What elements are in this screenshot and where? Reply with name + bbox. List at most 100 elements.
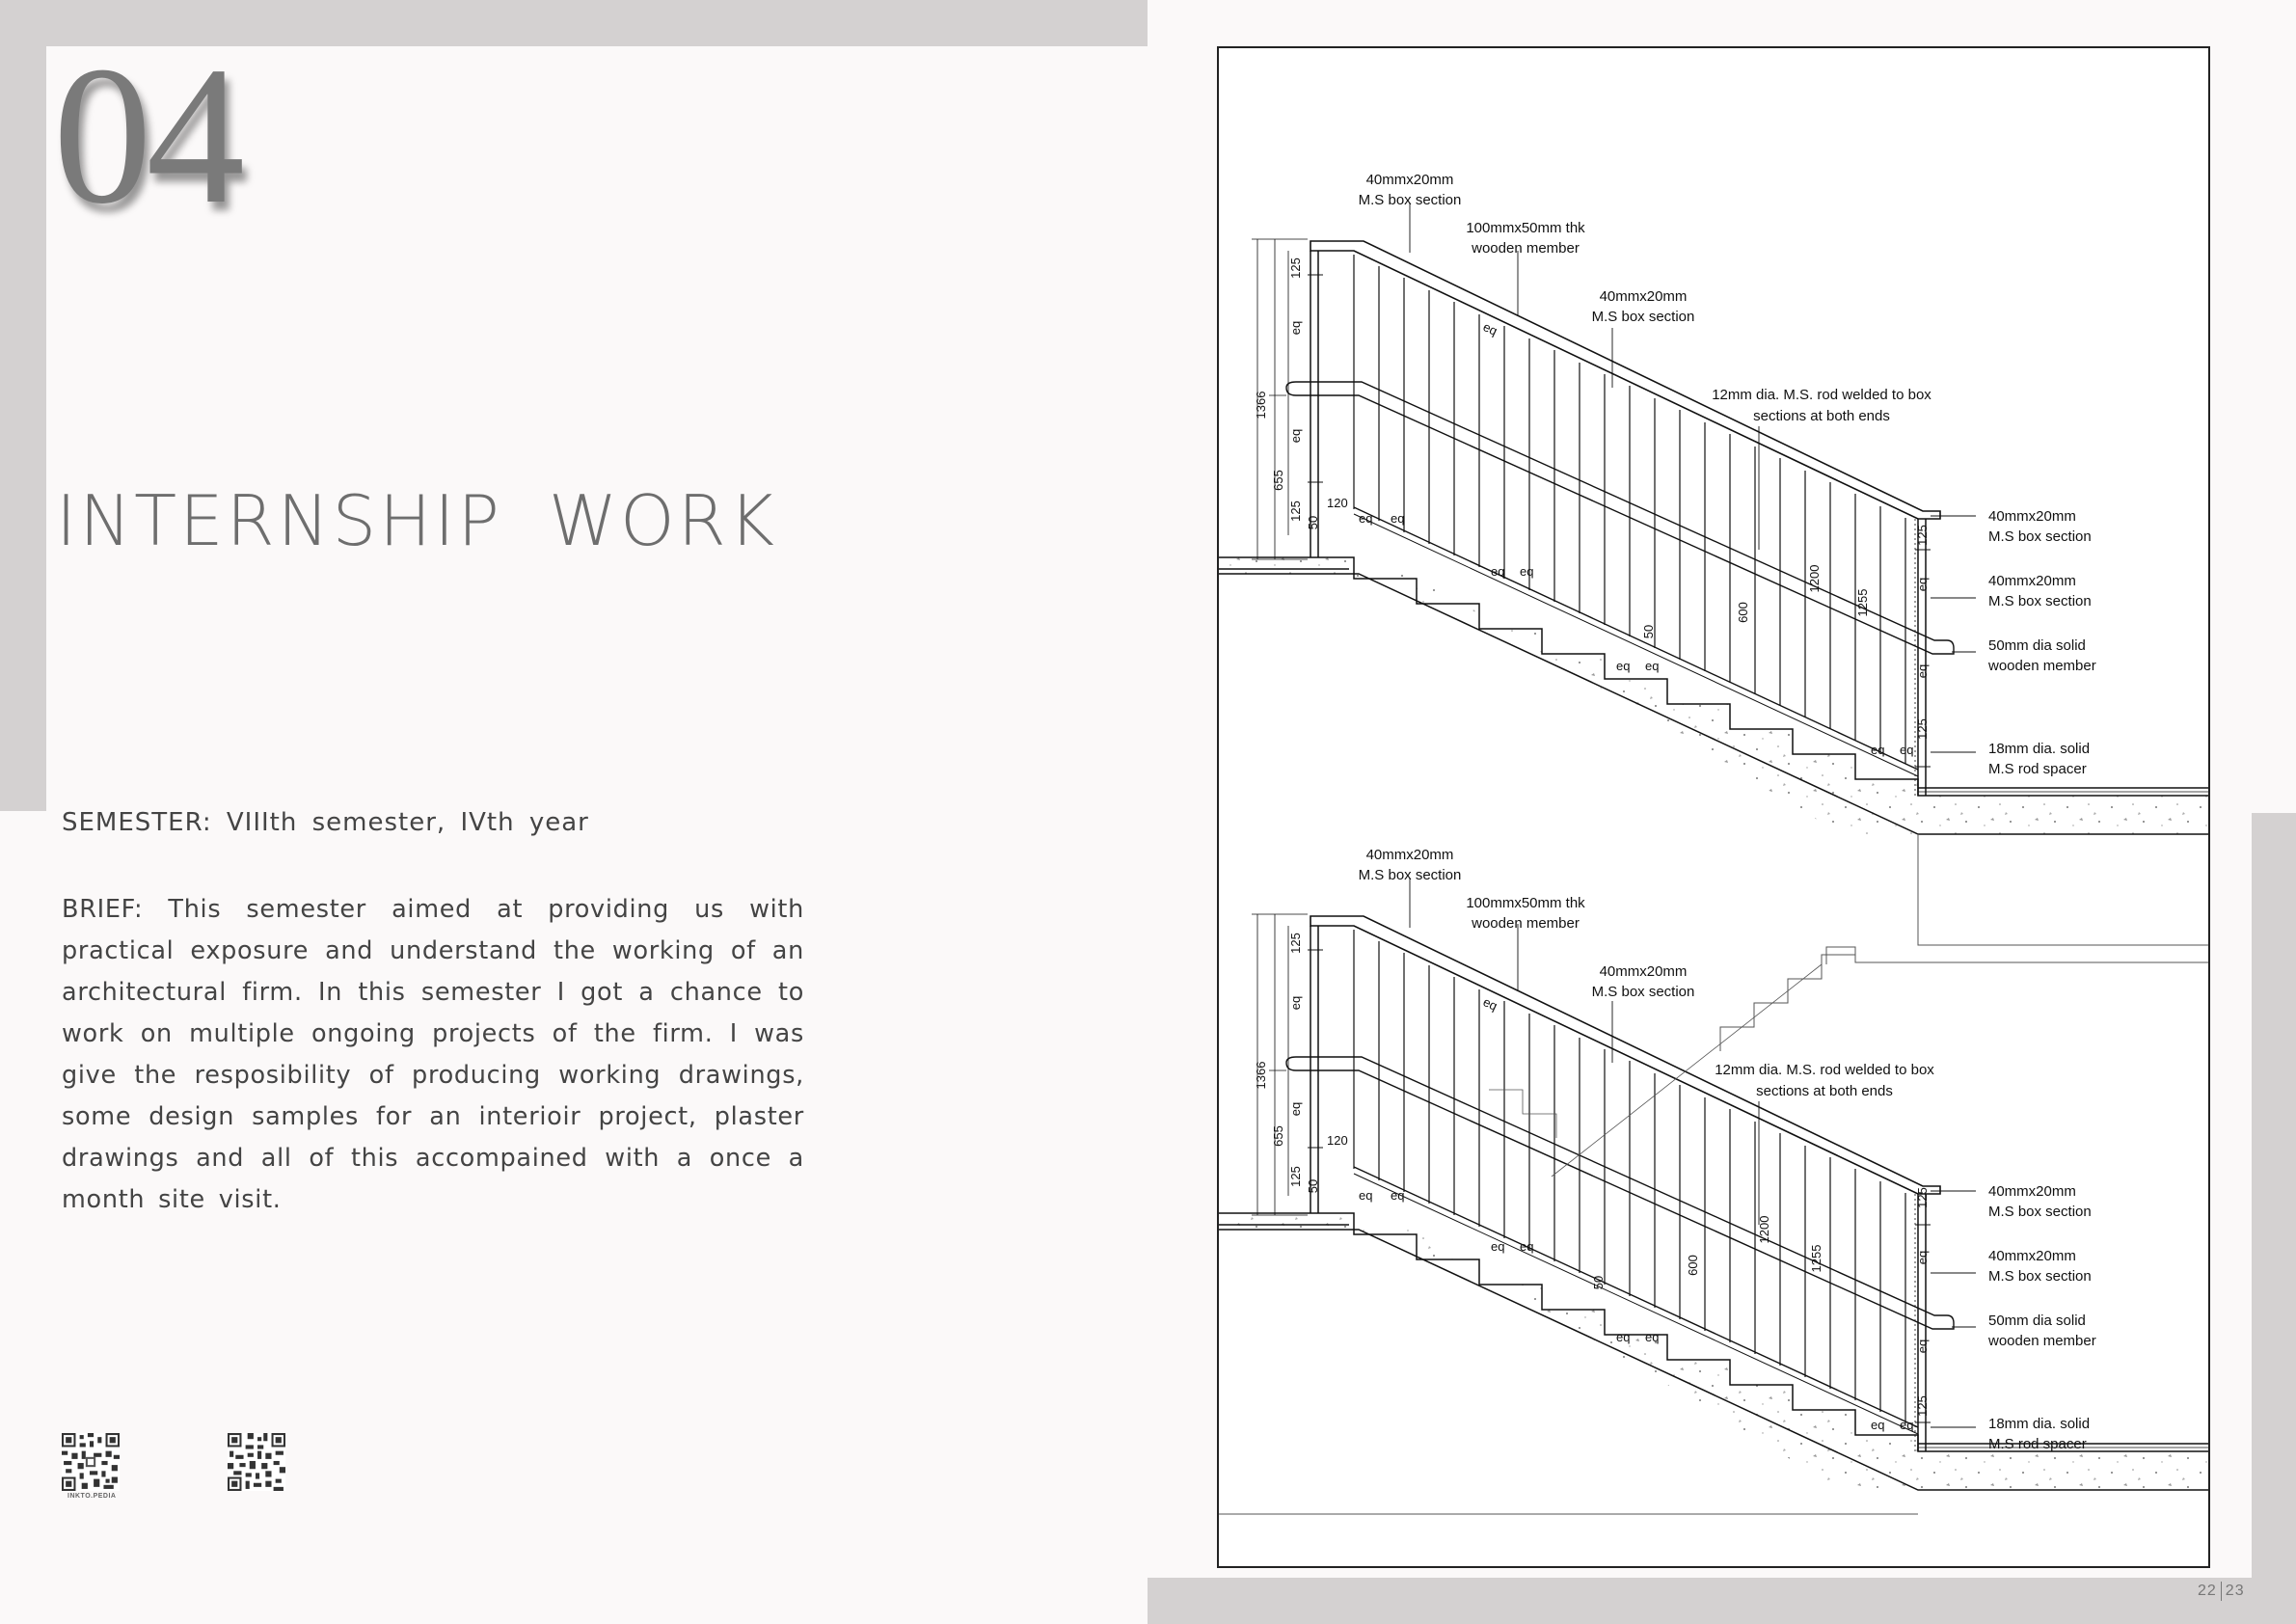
dim-600-lower: 600 bbox=[1686, 1255, 1700, 1276]
dim-50-a: 50 bbox=[1306, 516, 1320, 529]
label-right-box-2-line2-lower: M.S box section bbox=[1988, 1268, 2092, 1285]
label-top-box-2-line1-lower: 40mmx20mm bbox=[1600, 963, 1688, 980]
label-top-box-2-line2: M.S box section bbox=[1592, 309, 1695, 325]
label-rod-line2: sections at both ends bbox=[1753, 408, 1890, 424]
label-top-box-2-line2-lower: M.S box section bbox=[1592, 984, 1695, 1000]
label-wooden-line1-lower: 100mmx50mm thk bbox=[1466, 895, 1585, 911]
bottom-band-right bbox=[1148, 1578, 2296, 1624]
label-wooden-line2: wooden member bbox=[1471, 240, 1580, 257]
dim-eq-rail-lower: eq bbox=[1481, 994, 1499, 1014]
page-number-right: 23 bbox=[2225, 1583, 2245, 1600]
dim-125-right-bottom: 125 bbox=[1915, 718, 1930, 740]
page-title: INTERNSHIP WORK bbox=[56, 480, 777, 561]
dim-eq-11-lower: eq bbox=[1871, 1418, 1884, 1432]
label-top-box-1-line2-lower: M.S box section bbox=[1359, 867, 1462, 883]
label-spacer-line2-lower: M.S rod spacer bbox=[1988, 1436, 2087, 1452]
dim-125-bottom: 125 bbox=[1288, 501, 1303, 522]
dim-1366-lower: 1366 bbox=[1254, 1062, 1268, 1090]
dim-eq-4: eq bbox=[1391, 511, 1404, 526]
lower-labels: 40mmx20mm M.S box section 100mmx50mm thk… bbox=[1254, 847, 2096, 1452]
dim-eq-12-lower: eq bbox=[1900, 1418, 1913, 1432]
label-top-box-1-line2: M.S box section bbox=[1359, 192, 1462, 208]
label-spacer-line1: 18mm dia. solid bbox=[1988, 741, 2090, 757]
dim-655-lower: 655 bbox=[1271, 1125, 1285, 1147]
dim-eq-5-lower: eq bbox=[1491, 1239, 1504, 1254]
semester-text: SEMESTER: VIIIth semester, IVth year bbox=[62, 808, 589, 837]
dim-eq-9-lower: eq bbox=[1915, 1251, 1930, 1264]
dim-eq-5: eq bbox=[1491, 564, 1504, 579]
page-numbers: 22 23 bbox=[2198, 1582, 2245, 1601]
page-number-left: 22 bbox=[2198, 1583, 2217, 1600]
dim-eq-6: eq bbox=[1520, 564, 1533, 579]
label-spacer-line1-lower: 18mm dia. solid bbox=[1988, 1416, 2090, 1432]
label-wooden-line2-lower: wooden member bbox=[1471, 915, 1580, 932]
qr-code-left[interactable] bbox=[62, 1433, 120, 1491]
upper-labels: 40mmx20mm M.S box section 100mmx50mm thk… bbox=[1254, 172, 2096, 777]
label-rod-line2-lower: sections at both ends bbox=[1756, 1083, 1893, 1099]
label-top-box-1-line1-lower: 40mmx20mm bbox=[1366, 847, 1454, 863]
section-number: 04 bbox=[53, 26, 245, 245]
dim-125-top-lower: 125 bbox=[1288, 933, 1303, 954]
label-right-box-2-line2: M.S box section bbox=[1988, 593, 2092, 609]
dim-1200-lower: 1200 bbox=[1757, 1216, 1771, 1244]
label-right-box-1-line2-lower: M.S box section bbox=[1988, 1204, 2092, 1220]
label-top-box-2-line1: 40mmx20mm bbox=[1600, 288, 1688, 305]
label-solid-wood-line1-lower: 50mm dia solid bbox=[1988, 1313, 2086, 1329]
dim-120-lower: 120 bbox=[1327, 1133, 1348, 1148]
dim-eq-1-lower: eq bbox=[1288, 996, 1303, 1010]
dim-eq-6-lower: eq bbox=[1520, 1239, 1533, 1254]
dim-eq-3: eq bbox=[1359, 511, 1372, 526]
label-right-box-1-line1: 40mmx20mm bbox=[1988, 508, 2076, 525]
label-solid-wood-line2-lower: wooden member bbox=[1987, 1333, 2096, 1349]
dim-eq-7: eq bbox=[1616, 659, 1630, 673]
label-right-box-1-line2: M.S box section bbox=[1988, 528, 2092, 545]
dim-eq-rail: eq bbox=[1481, 319, 1499, 338]
dim-1255-lower: 1255 bbox=[1809, 1245, 1823, 1273]
dim-1200: 1200 bbox=[1807, 565, 1822, 593]
label-wooden-line1: 100mmx50mm thk bbox=[1466, 220, 1585, 236]
label-solid-wood-line1: 50mm dia solid bbox=[1988, 637, 2086, 654]
label-top-box-1-line1: 40mmx20mm bbox=[1366, 172, 1454, 188]
dim-125-right-top-lower: 125 bbox=[1915, 1187, 1930, 1208]
upper-railing-detail bbox=[1219, 203, 2208, 835]
dim-1366: 1366 bbox=[1254, 392, 1268, 420]
dim-50-b: 50 bbox=[1641, 625, 1656, 638]
label-rod-line1-lower: 12mm dia. M.S. rod welded to box bbox=[1715, 1062, 1934, 1078]
top-band-left bbox=[0, 0, 1148, 46]
dim-eq-12: eq bbox=[1900, 743, 1913, 757]
dim-eq-2-lower: eq bbox=[1288, 1102, 1303, 1116]
dim-655: 655 bbox=[1271, 470, 1285, 491]
dim-eq-10-lower: eq bbox=[1915, 1340, 1930, 1353]
lower-railing-detail bbox=[1219, 834, 2208, 1515]
dim-eq-8: eq bbox=[1645, 659, 1659, 673]
dim-eq-3-lower: eq bbox=[1359, 1188, 1372, 1203]
label-spacer-line2: M.S rod spacer bbox=[1988, 761, 2087, 777]
dim-120: 120 bbox=[1327, 496, 1348, 510]
dim-125-right-bottom-lower: 125 bbox=[1915, 1395, 1930, 1417]
dim-eq-2: eq bbox=[1288, 429, 1303, 443]
dim-125-bottom-lower: 125 bbox=[1288, 1166, 1303, 1187]
left-side-band bbox=[0, 46, 46, 811]
qr-code-right[interactable] bbox=[228, 1433, 285, 1491]
label-right-box-2-line1: 40mmx20mm bbox=[1988, 573, 2076, 589]
dim-eq-9: eq bbox=[1915, 578, 1930, 591]
dim-eq-7-lower: eq bbox=[1616, 1330, 1630, 1344]
dim-125-right-top: 125 bbox=[1915, 525, 1930, 546]
dim-eq-1: eq bbox=[1288, 321, 1303, 335]
label-right-box-2-line1-lower: 40mmx20mm bbox=[1988, 1248, 2076, 1264]
right-side-band bbox=[2252, 813, 2296, 1624]
dim-eq-8-lower: eq bbox=[1645, 1330, 1659, 1344]
brief-text: BRIEF: This semester aimed at providing … bbox=[62, 895, 804, 1214]
dim-50-a-lower: 50 bbox=[1306, 1179, 1320, 1193]
dim-eq-10: eq bbox=[1915, 664, 1930, 678]
page-number-divider bbox=[2220, 1582, 2222, 1601]
dim-eq-4-lower: eq bbox=[1391, 1188, 1404, 1203]
staircase-railing-drawing: 40mmx20mm M.S box section 100mmx50mm thk… bbox=[1219, 172, 2208, 1515]
drawing-frame: 40mmx20mm M.S box section 100mmx50mm thk… bbox=[1217, 46, 2210, 1568]
label-solid-wood-line2: wooden member bbox=[1987, 658, 2096, 674]
dim-eq-11: eq bbox=[1871, 743, 1884, 757]
dim-1255: 1255 bbox=[1855, 589, 1870, 617]
dim-50-b-lower: 50 bbox=[1591, 1276, 1606, 1289]
label-rod-line1: 12mm dia. M.S. rod welded to box bbox=[1712, 387, 1931, 403]
dim-125-top: 125 bbox=[1288, 257, 1303, 279]
